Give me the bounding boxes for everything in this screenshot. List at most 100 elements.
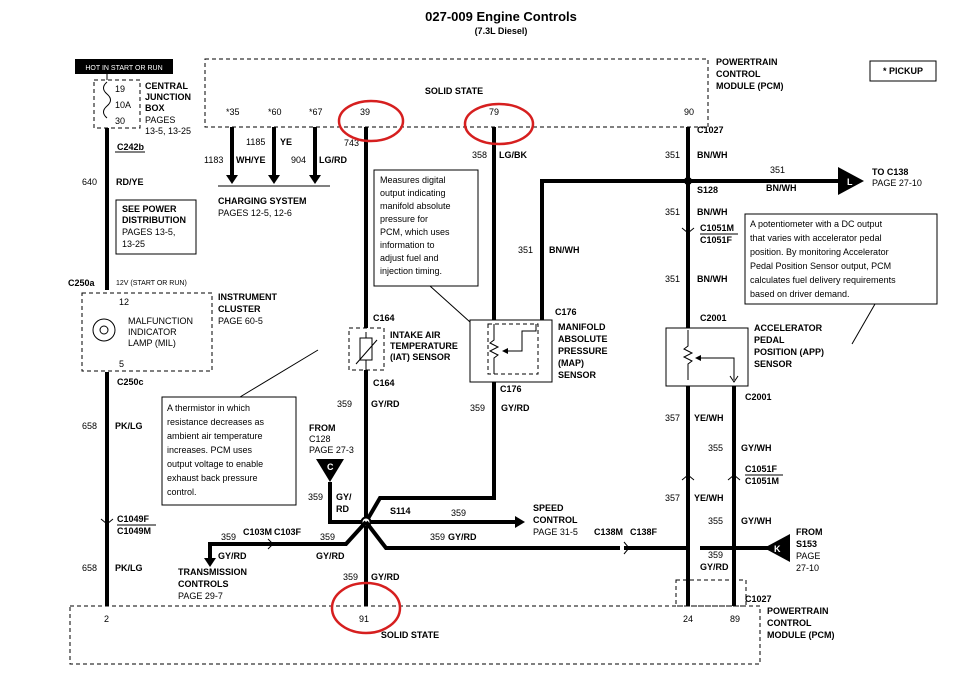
app-note-line-2: position. By monitoring Accelerator [750, 247, 889, 257]
speed-label-2: CONTROL [533, 515, 578, 525]
conn-c1049m: C1049M [117, 526, 151, 536]
thermistor-icon [359, 332, 373, 361]
mil-label-1: MALFUNCTION [128, 316, 193, 326]
to-c138-2: PAGE 27-10 [872, 178, 922, 188]
arrow-c-icon [316, 459, 344, 482]
arrow-k-icon [764, 534, 790, 562]
wire-color-bnwh-d: BN/WH [697, 207, 728, 217]
cjb-fuse-30: 30 [115, 116, 125, 126]
trans-label-3: PAGE 29-7 [178, 591, 223, 601]
conn-c1051m-a: C1051M [700, 223, 734, 233]
conn-c250a: C250a [68, 278, 96, 288]
page-subtitle: (7.3L Diesel) [475, 26, 528, 36]
conn-c2001-top: C2001 [700, 313, 727, 323]
wire-color-gyrd-a: GY/RD [371, 399, 400, 409]
map-note-box [373, 169, 479, 287]
wire-label-355a: 355 [708, 443, 723, 453]
instrument-cluster-box [81, 292, 213, 372]
pin-35: *35 [226, 107, 240, 117]
cjb-fuse-10a: 10A [115, 100, 131, 110]
cluster-pin-12: 12 [119, 297, 129, 307]
app-note-line-3: Pedal Position Sensor output, PCM [750, 261, 891, 271]
arrow-l-letter: L [847, 177, 853, 187]
cjb-label-4: PAGES [145, 115, 175, 125]
highlight-pin-79 [463, 102, 535, 146]
iat-note-line-3: increases. PCM uses [167, 445, 253, 455]
wire-351-map-feed [540, 179, 688, 320]
conn-c1051m-b: C1051M [745, 476, 779, 486]
map-note-line-5: information to [380, 240, 435, 250]
wire-label-359g: 359 [430, 532, 445, 542]
wire-color-gyrd-h: GY/RD [700, 562, 729, 572]
conn-c1049f: C1049F [117, 514, 150, 524]
fuse-icon [103, 81, 111, 119]
from-s153-2: S153 [796, 539, 817, 549]
power-dist-4: 13-25 [122, 239, 145, 249]
wire-label-359f: 359 [320, 532, 335, 542]
pin-39: 39 [360, 107, 370, 117]
wire-label-658b: 658 [82, 563, 97, 573]
app-sensor-box [665, 327, 749, 387]
speed-label-1: SPEED [533, 503, 564, 513]
wire-label-351c: 351 [770, 165, 785, 175]
iat-note-line-6: control. [167, 487, 197, 497]
cjb-label-5: 13-5, 13-25 [145, 126, 191, 136]
charging-label-1: CHARGING SYSTEM [218, 196, 307, 206]
conn-c164-bottom: C164 [373, 378, 395, 388]
iat-note-line-4: output voltage to enable [167, 459, 263, 469]
pin-67: *67 [309, 107, 323, 117]
splice-s114-label: S114 [390, 506, 411, 516]
map-note-line-0: Measures digital [380, 175, 446, 185]
cjb-box [93, 79, 141, 129]
highlight-pin-91 [330, 581, 402, 635]
hot-label: HOT IN START OR RUN [85, 65, 162, 72]
from-c128-2: C128 [309, 434, 331, 444]
conn-c1051f-b: C1051F [745, 464, 778, 474]
wire-label-743: 743 [344, 138, 359, 148]
map-note-line-2: manifold absolute [380, 201, 451, 211]
pcm-top-label-1: POWERTRAIN [716, 57, 778, 67]
wire-color-ye: YE [280, 137, 292, 147]
highlight-pin-39 [337, 99, 405, 143]
wire-label-357b: 357 [665, 493, 680, 503]
wire-color-pklg-a: PK/LG [115, 421, 143, 431]
pcm-bottom-label-3: MODULE (PCM) [767, 630, 835, 640]
from-c128-3: PAGE 27-3 [309, 445, 354, 455]
from-s153-3: PAGE [796, 551, 820, 561]
conn-c103m: C103M [243, 527, 272, 537]
mil-label-3: LAMP (MIL) [128, 338, 176, 348]
cluster-pin-5: 5 [119, 359, 124, 369]
pcm-bottom-label-2: CONTROL [767, 618, 812, 628]
mil-label-2: INDICATOR [128, 327, 177, 337]
trans-label-2: CONTROLS [178, 579, 229, 589]
iat-label-1: INTAKE AIR [390, 330, 441, 340]
speed-label-3: PAGE 31-5 [533, 527, 578, 537]
pin-91: 91 [359, 614, 369, 624]
wire-label-351e: 351 [665, 274, 680, 284]
wire-359-c128 [328, 482, 366, 524]
pickup-note: * PICKUP [883, 66, 923, 76]
wire-label-357a: 357 [665, 413, 680, 423]
wire-color-gyrd-g: GY/RD [448, 532, 477, 542]
wire-label-351b: 351 [518, 245, 533, 255]
wire-label-640: 640 [82, 177, 97, 187]
conn-c164-top: C164 [373, 313, 395, 323]
pickup-note-box [869, 60, 937, 82]
conn-c1051f-a: C1051F [700, 235, 733, 245]
wire-color-yewh-b: YE/WH [694, 493, 724, 503]
wire-color-yewh-a: YE/WH [694, 413, 724, 423]
cluster-label-3: PAGE 60-5 [218, 316, 263, 326]
conn-c1027-top: C1027 [697, 125, 724, 135]
page-title: 027-009 Engine Controls [425, 9, 577, 24]
wire-color-lgrd: LG/RD [319, 155, 347, 165]
from-s153-1: FROM [796, 527, 823, 537]
wire-label-359b: 359 [470, 403, 485, 413]
to-c138-1: TO C138 [872, 167, 908, 177]
pin-60: *60 [268, 107, 282, 117]
wire-label-658a: 658 [82, 421, 97, 431]
map-sensor-box [469, 319, 553, 383]
wire-color-pklg-b: PK/LG [115, 563, 143, 573]
arrow-l-icon [838, 167, 864, 195]
app-label-4: SENSOR [754, 359, 793, 369]
